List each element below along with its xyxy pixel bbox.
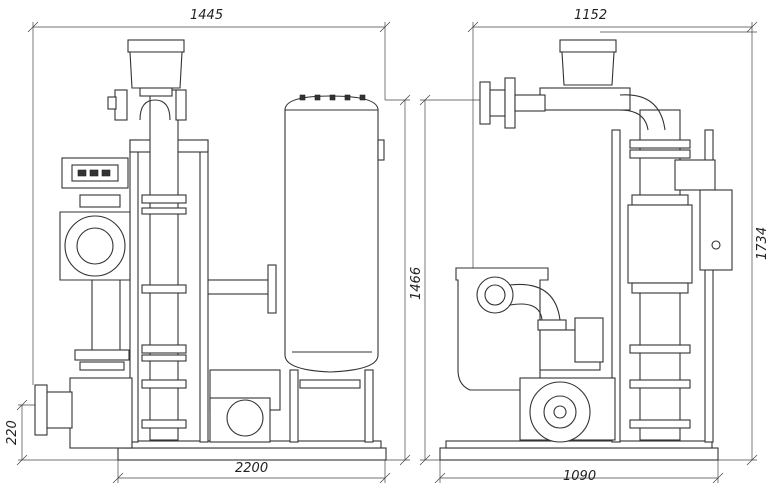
- dim-1466: 1466: [409, 267, 424, 300]
- front-view: [34, 39, 387, 461]
- dim-1152: 1152: [574, 8, 607, 23]
- dim-1734: 1734: [755, 227, 768, 260]
- dimension-lines: [16, 21, 758, 484]
- dim-1445: 1445: [190, 8, 223, 23]
- dim-220: 220: [5, 420, 20, 445]
- side-view: [439, 39, 733, 461]
- dim-2200: 2200: [235, 461, 268, 476]
- dim-1090: 1090: [563, 469, 596, 484]
